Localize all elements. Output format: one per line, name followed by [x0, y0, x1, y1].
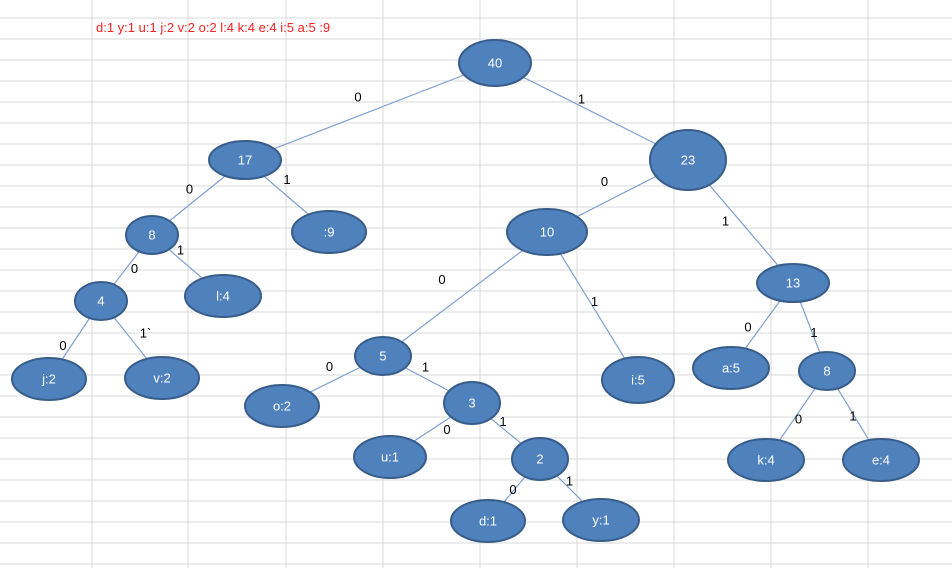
tree-node-n40: 40 — [458, 39, 532, 87]
node-label: 8 — [823, 364, 830, 379]
tree-node-ny: y:1 — [562, 498, 640, 542]
node-label: 40 — [488, 56, 502, 71]
frequency-header: d:1 y:1 u:1 j:2 v:2 o:2 l:4 k:4 e:4 i:5 … — [96, 20, 330, 35]
edge-bit-label: 0 — [131, 261, 138, 276]
node-label: l:4 — [216, 289, 230, 304]
edge-bit-label: 0 — [354, 90, 361, 105]
node-label: 8 — [148, 228, 155, 243]
node-label: j:2 — [41, 372, 56, 387]
node-ellipse — [74, 281, 128, 321]
tree-edge-n10-ni — [546, 231, 639, 381]
node-label: 17 — [238, 153, 252, 168]
edge-bit-label: 0 — [438, 272, 445, 287]
edge-bit-label: 1 — [499, 414, 506, 429]
edge-bit-label: 1` — [140, 326, 152, 341]
edge-bit-label: 1 — [177, 243, 184, 258]
tree-node-nk: k:4 — [727, 438, 805, 482]
node-label: u:1 — [381, 450, 399, 465]
tree-node-nd: d:1 — [450, 499, 526, 543]
edge-bit-label: 0 — [186, 182, 193, 197]
node-label: 5 — [379, 349, 386, 364]
node-label: 13 — [786, 276, 800, 291]
tree-node-n8a: 8 — [125, 215, 179, 255]
tree-node-nu: u:1 — [353, 435, 427, 479]
node-label: d:1 — [479, 514, 497, 529]
edge-bit-label: 0 — [59, 338, 66, 353]
node-ellipse — [601, 356, 675, 404]
tree-edge-n40-n17 — [244, 62, 496, 161]
node-ellipse — [124, 356, 200, 400]
node-ellipse — [692, 346, 770, 390]
tree-node-n8b: 8 — [798, 351, 856, 391]
tree-node-nj: j:2 — [11, 357, 87, 401]
tree-node-n13: 13 — [756, 263, 830, 303]
tree-node-nv: v:2 — [124, 356, 200, 400]
tree-node-n23: 23 — [649, 129, 727, 191]
edge-bit-label: 0 — [601, 174, 608, 189]
tree-node-na: a:5 — [692, 346, 770, 390]
node-label: o:2 — [273, 399, 291, 414]
node-ellipse — [511, 437, 569, 481]
node-ellipse — [649, 129, 727, 191]
tree-node-n10: 10 — [506, 208, 588, 256]
node-label: :9 — [324, 225, 335, 240]
edge-bit-label: 1 — [722, 214, 729, 229]
node-label: 2 — [536, 452, 543, 467]
edge-bit-label: 0 — [744, 320, 751, 335]
node-label: 23 — [681, 153, 695, 168]
edge-bit-label: 1 — [591, 294, 598, 309]
node-label: e:4 — [872, 453, 890, 468]
node-ellipse — [798, 351, 856, 391]
edge-bit-label: 0 — [326, 359, 333, 374]
node-ellipse — [443, 381, 501, 425]
node-ellipse — [125, 215, 179, 255]
tree-node-nl: l:4 — [184, 274, 262, 318]
edge-bit-label: 1 — [422, 360, 429, 375]
tree-node-n4: 4 — [74, 281, 128, 321]
node-ellipse — [842, 438, 920, 482]
edge-bit-label: 1 — [283, 172, 290, 187]
node-label: v:2 — [153, 371, 170, 386]
node-ellipse — [353, 435, 427, 479]
node-ellipse — [756, 263, 830, 303]
node-ellipse — [184, 274, 262, 318]
tree-node-n2: 2 — [511, 437, 569, 481]
node-ellipse — [458, 39, 532, 87]
node-ellipse — [354, 336, 412, 376]
node-label: y:1 — [592, 513, 609, 528]
edge-bit-label: 1 — [810, 325, 817, 340]
tree-node-n5: 5 — [354, 336, 412, 376]
node-ellipse — [11, 357, 87, 401]
node-ellipse — [208, 140, 282, 180]
node-label: 4 — [97, 294, 104, 309]
tree-node-no: o:2 — [244, 384, 320, 428]
node-ellipse — [450, 499, 526, 543]
edge-bit-label: 1 — [566, 474, 573, 489]
edge-bit-label: 0 — [509, 482, 516, 497]
tree-node-n3: 3 — [443, 381, 501, 425]
edge-bit-label: 1 — [849, 409, 856, 424]
node-label: i:5 — [631, 373, 645, 388]
edge-bit-label: 1 — [578, 92, 585, 107]
tree-node-ne: e:4 — [842, 438, 920, 482]
node-label: 10 — [540, 225, 554, 240]
node-ellipse — [727, 438, 805, 482]
node-label: 3 — [468, 396, 475, 411]
node-ellipse — [244, 384, 320, 428]
edge-bit-label: 0 — [443, 422, 450, 437]
node-ellipse — [562, 498, 640, 542]
edge-bit-label: 0 — [795, 412, 802, 427]
node-label: k:4 — [757, 453, 774, 468]
tree-edge-n10-n5 — [382, 231, 548, 357]
tree-node-n17: 17 — [208, 140, 282, 180]
tree-node-ni: i:5 — [601, 356, 675, 404]
tree-node-nsp: :9 — [291, 210, 367, 254]
node-ellipse — [506, 208, 588, 256]
node-ellipse — [291, 210, 367, 254]
node-label: a:5 — [722, 361, 740, 376]
